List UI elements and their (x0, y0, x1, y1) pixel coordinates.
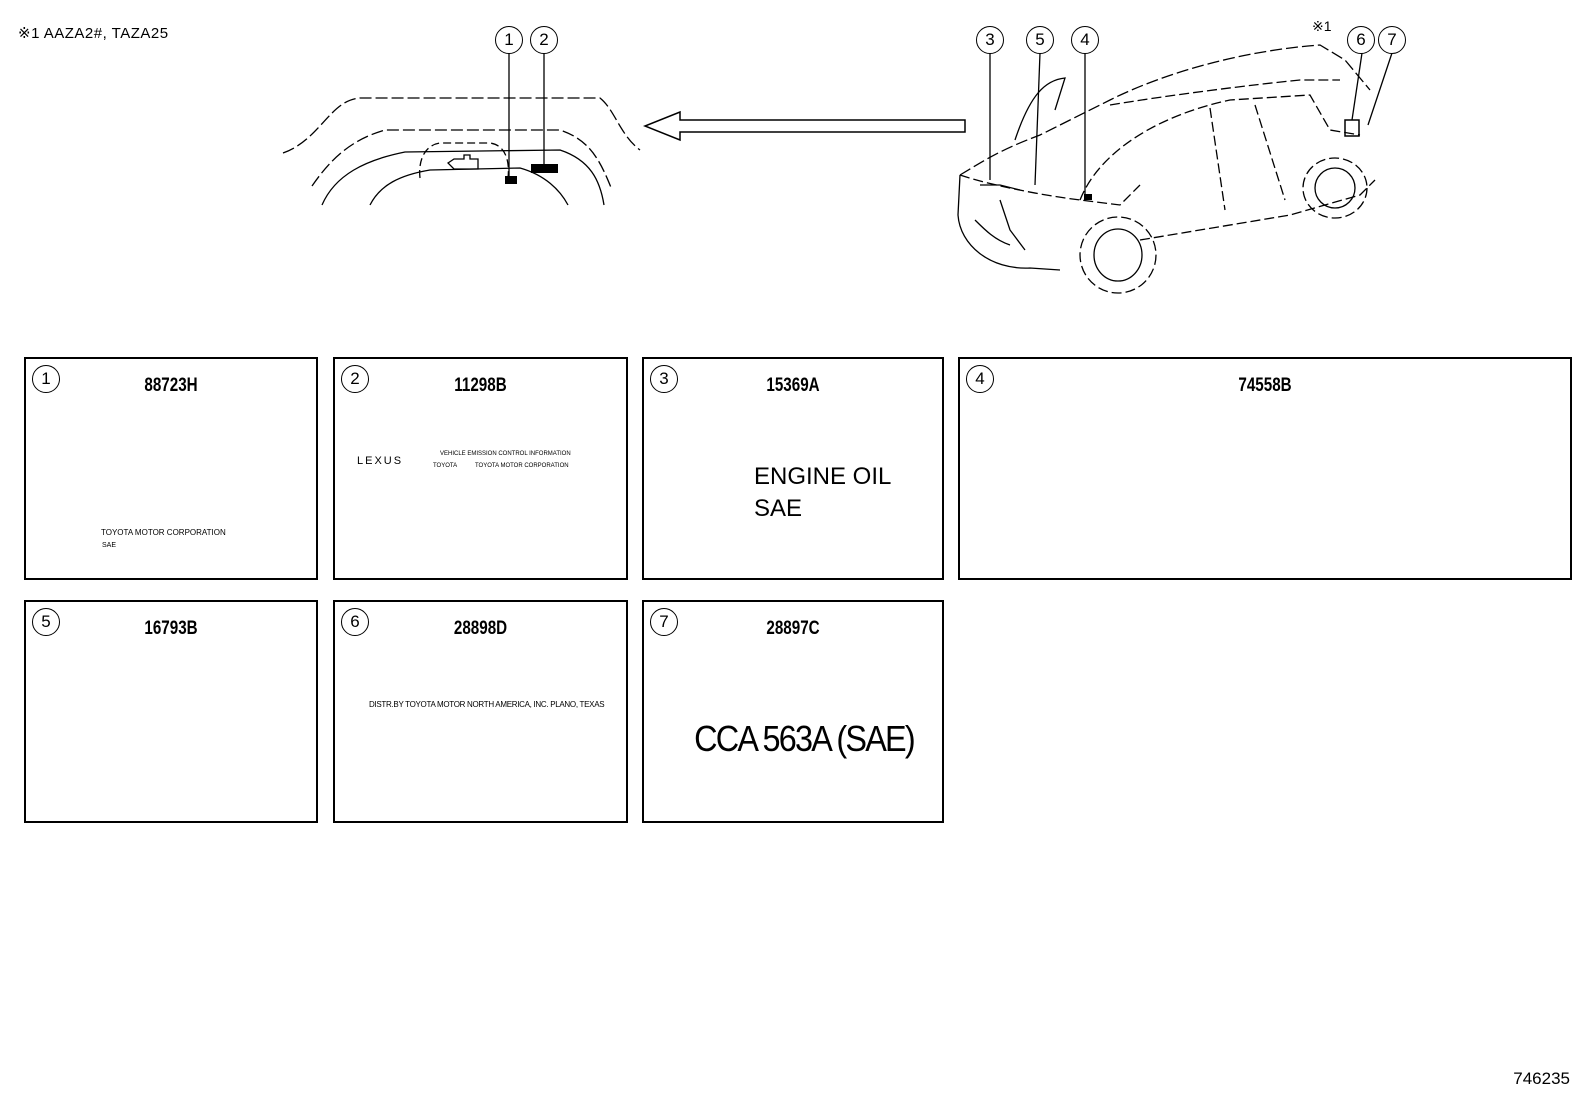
label-location-6 (1344, 119, 1360, 137)
part-panel-1[interactable]: 1 88723H TOYOTA MOTOR CORPORATION SAE (24, 357, 318, 580)
part-code: 28898D (453, 618, 508, 639)
applicability-note: ※1 AAZA2#, TAZA25 (18, 25, 169, 42)
part-code: 28897C (766, 618, 820, 639)
label-text: SAE (102, 542, 117, 549)
overview-callout-7[interactable]: 7 (1378, 26, 1406, 54)
label-text: TOYOTA (433, 463, 458, 469)
label-location-2 (531, 164, 558, 173)
panel-number: 1 (32, 365, 60, 393)
overview-note-marker: ※1 (1312, 18, 1332, 34)
car-sketch (957, 44, 1376, 294)
part-panel-5[interactable]: 5 16793B (24, 600, 318, 823)
overview-callout-4[interactable]: 4 (1071, 26, 1099, 54)
panel-number: 6 (341, 608, 369, 636)
car-leader-lines (989, 52, 1393, 195)
panel-number: 3 (650, 365, 678, 393)
label-text: ENGINE OIL (754, 463, 892, 490)
overview-callout-3[interactable]: 3 (976, 26, 1004, 54)
part-code: 16793B (144, 618, 198, 639)
label-text: CCA 563A (SAE) (694, 718, 916, 759)
label-text: TOYOTA MOTOR CORPORATION (475, 463, 569, 469)
brand-logo-text: LEXUS (357, 455, 404, 467)
dashboard-sketch (282, 97, 641, 206)
part-panel-6[interactable]: 6 28898D DISTR.BY TOYOTA MOTOR NORTH AME… (333, 600, 628, 823)
overview-callout-5[interactable]: 5 (1026, 26, 1054, 54)
part-panel-3[interactable]: 3 15369A ENGINE OIL SAE (642, 357, 944, 580)
panel-number: 2 (341, 365, 369, 393)
label-text: TOYOTA MOTOR CORPORATION (101, 528, 226, 537)
diagram-id: 746235 (1513, 1069, 1570, 1088)
direction-arrow-icon (642, 110, 966, 142)
overview-callout-1[interactable]: 1 (495, 26, 523, 54)
part-panel-7[interactable]: 7 28897C CCA 563A (SAE) (642, 600, 944, 823)
part-code: 88723H (144, 375, 198, 396)
panel-number: 7 (650, 608, 678, 636)
label-text: VEHICLE EMISSION CONTROL INFORMATION (440, 451, 571, 457)
part-panel-4[interactable]: 4 74558B (958, 357, 1572, 580)
overview-callout-6[interactable]: 6 (1347, 26, 1375, 54)
overview-callout-2[interactable]: 2 (530, 26, 558, 54)
label-location-1 (505, 176, 517, 184)
panel-number: 4 (966, 365, 994, 393)
part-code: 11298B (454, 375, 507, 396)
part-panel-2[interactable]: 2 11298B LEXUS VEHICLE EMISSION CONTROL … (333, 357, 628, 580)
label-text: DISTR.BY TOYOTA MOTOR NORTH AMERICA, INC… (369, 700, 605, 709)
label-text: SAE (754, 495, 803, 522)
part-code: 15369A (766, 375, 820, 396)
part-code: 74558B (1238, 375, 1292, 396)
panel-number: 5 (32, 608, 60, 636)
